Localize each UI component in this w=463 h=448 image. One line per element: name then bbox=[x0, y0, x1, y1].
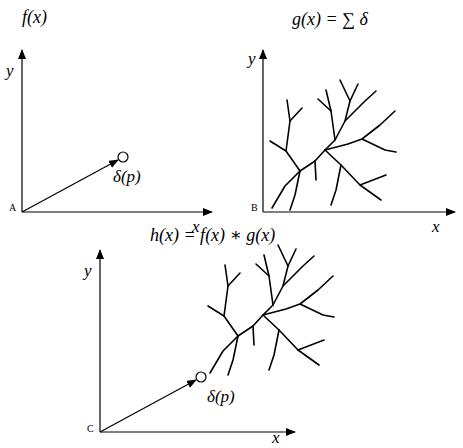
function-title: f(x) bbox=[22, 8, 47, 26]
function-title: h(x) = f(x) ∗ g(x) bbox=[150, 226, 275, 244]
point-label: δ(p) bbox=[112, 168, 142, 185]
panel-letter: C bbox=[87, 424, 94, 434]
axes-b bbox=[263, 50, 455, 212]
axis-label: y bbox=[248, 50, 256, 67]
fractal-tree bbox=[270, 80, 396, 210]
axes-a bbox=[22, 50, 212, 212]
panel-letter: B bbox=[251, 203, 258, 213]
shifted-tree bbox=[208, 245, 334, 375]
delta-point bbox=[118, 152, 128, 162]
axis-label: x bbox=[272, 429, 280, 446]
panel-letter: A bbox=[9, 203, 16, 213]
axis-label: y bbox=[84, 262, 92, 279]
axis-label: x bbox=[432, 218, 440, 235]
axes-c bbox=[100, 250, 295, 432]
delta-point bbox=[196, 372, 206, 382]
point-label: δ(p) bbox=[206, 388, 236, 405]
function-title: g(x) = ∑ δ bbox=[292, 10, 368, 28]
axis-label: y bbox=[6, 62, 14, 79]
